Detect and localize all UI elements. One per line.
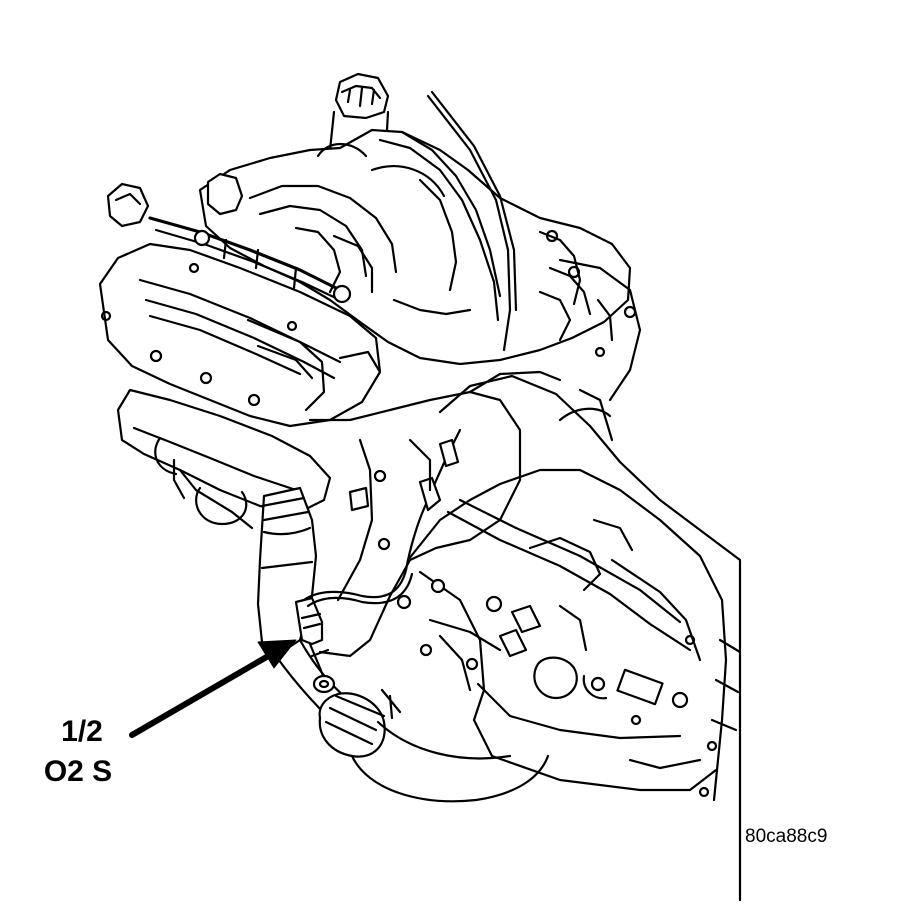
intake-manifold bbox=[198, 128, 632, 366]
exhaust-pipe bbox=[274, 638, 550, 803]
electrical-connector bbox=[106, 172, 244, 228]
cylinder-head-cover bbox=[98, 242, 382, 428]
fuel-rail bbox=[148, 216, 352, 304]
engine-block bbox=[308, 370, 614, 658]
right-bank-details bbox=[538, 229, 642, 402]
oil-filler-cap bbox=[328, 72, 390, 162]
callout-arrow bbox=[129, 639, 297, 738]
figure-id: 80ca88c9 bbox=[745, 826, 828, 847]
callout-label-line1: 1/2 bbox=[61, 715, 103, 748]
transmission bbox=[396, 374, 742, 902]
oxygen-sensor-wire bbox=[302, 90, 518, 608]
callout-label-line2: O2 S bbox=[43, 755, 113, 788]
exhaust-manifold bbox=[116, 388, 332, 530]
oxygen-sensor bbox=[294, 596, 336, 694]
